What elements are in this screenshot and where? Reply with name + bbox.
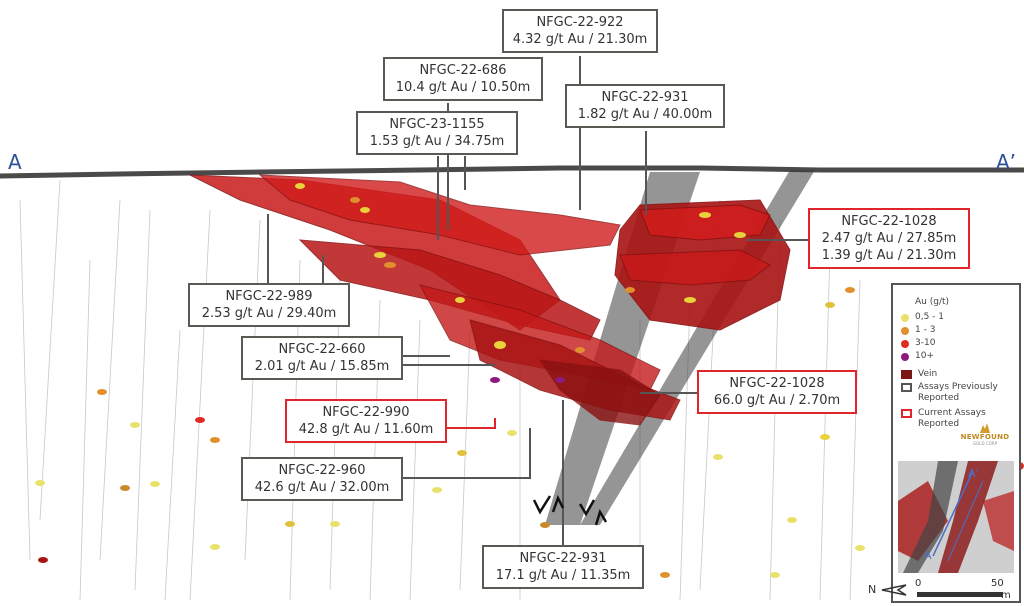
callout-hole-id: NFGC-22-990 bbox=[322, 405, 410, 420]
callout-hole-id: NFGC-22-660 bbox=[278, 342, 366, 357]
callout-nfgc-22-931-upper: NFGC-22-931 1.82 g/t Au / 40.00m bbox=[565, 84, 725, 128]
callout-grade: 10.4 g/t Au / 10.50m bbox=[395, 80, 531, 95]
callout-hole-id: NFGC-22-1028 bbox=[841, 214, 937, 229]
callout-hole-id: NFGC-22-922 bbox=[536, 15, 624, 30]
legend-vein-label: Vein bbox=[918, 369, 938, 379]
north-arrow-icon bbox=[881, 584, 907, 596]
callout-hole-id: NFGC-22-1028 bbox=[729, 376, 825, 391]
logo-name: NEWFOUND bbox=[960, 433, 1010, 441]
legend-vein: Vein bbox=[901, 369, 937, 380]
leader-lines bbox=[267, 56, 808, 545]
previous-swatch bbox=[901, 383, 912, 392]
callout-grade: 42.6 g/t Au / 32.00m bbox=[254, 480, 390, 495]
callout-grade: 42.8 g/t Au / 11.60m bbox=[298, 422, 434, 437]
callout-grade: 17.1 g/t Au / 11.35m bbox=[495, 568, 631, 583]
scale-end: 50 bbox=[991, 578, 1004, 589]
grade-swatch bbox=[901, 352, 909, 361]
legend-grade-2: 3-10 bbox=[901, 338, 935, 349]
callout-nfgc-22-990: NFGC-22-990 42.8 g/t Au / 11.60m bbox=[285, 399, 447, 443]
assay-markers bbox=[35, 183, 1024, 578]
north-arrow: N bbox=[868, 583, 908, 596]
callout-nfgc-22-1028-lower: NFGC-22-1028 66.0 g/t Au / 2.70m bbox=[697, 370, 857, 414]
section-start-label: A bbox=[8, 150, 22, 174]
legend-panel: Au (g/t) 0,5 - 1 1 - 3 3-10 10+ Vein Ass… bbox=[891, 283, 1021, 603]
callout-grade: 4.32 g/t Au / 21.30m bbox=[512, 32, 648, 47]
grade-swatch bbox=[901, 326, 909, 335]
logo-mark-icon bbox=[980, 423, 990, 433]
leader-line-990 bbox=[445, 418, 496, 429]
legend-previous-label: Assays Previously Reported bbox=[918, 382, 998, 403]
callout-grade: 1.82 g/t Au / 40.00m bbox=[577, 107, 713, 122]
callout-grade: 2.01 g/t Au / 15.85m bbox=[254, 359, 390, 374]
callout-grade: 66.0 g/t Au / 2.70m bbox=[713, 393, 841, 408]
legend-title: Au (g/t) bbox=[915, 297, 950, 307]
scale-bar-line bbox=[917, 592, 1003, 597]
legend-current: Current Assays Reported bbox=[901, 408, 1008, 430]
callout-grade: 2.47 g/t Au / 27.85m bbox=[821, 231, 957, 246]
callout-hole-id: NFGC-22-931 bbox=[601, 90, 689, 105]
callout-grade: 1.53 g/t Au / 34.75m bbox=[369, 134, 505, 149]
inset-end-label: A’ bbox=[968, 467, 980, 480]
callout-nfgc-23-1155: NFGC-23-1155 1.53 g/t Au / 34.75m bbox=[356, 111, 518, 155]
callout-hole-id: NFGC-22-931 bbox=[519, 551, 607, 566]
legend-grade-label: 3-10 bbox=[915, 338, 936, 348]
grade-swatch bbox=[901, 339, 909, 348]
north-label: N bbox=[868, 583, 877, 596]
scale-start: 0 bbox=[915, 578, 922, 589]
callout-nfgc-22-989: NFGC-22-989 2.53 g/t Au / 29.40m bbox=[188, 283, 350, 327]
callout-hole-id: NFGC-23-1155 bbox=[389, 117, 485, 132]
legend-grade-label: 10+ bbox=[915, 351, 934, 361]
logo-subtitle: GOLD CORP bbox=[973, 441, 997, 446]
legend-current-label: Current Assays Reported bbox=[918, 408, 986, 429]
current-swatch bbox=[901, 409, 912, 418]
fault-sense-arrows bbox=[532, 494, 608, 526]
callout-hole-id: NFGC-22-686 bbox=[419, 63, 507, 78]
section-end-label: A’ bbox=[996, 150, 1017, 174]
legend-grade-label: 0,5 - 1 bbox=[915, 312, 945, 322]
newfound-logo: NEWFOUND GOLD CORP bbox=[955, 423, 1015, 446]
callout-hole-id: NFGC-22-989 bbox=[225, 289, 313, 304]
callout-grade-second: 1.39 g/t Au / 21.30m bbox=[821, 248, 957, 263]
inset-map-graphic bbox=[898, 461, 1014, 573]
legend-grade-1: 1 - 3 bbox=[901, 325, 935, 336]
vein-solids bbox=[189, 174, 791, 426]
callout-grade: 2.53 g/t Au / 29.40m bbox=[201, 306, 337, 321]
grade-swatch bbox=[901, 313, 909, 322]
callout-nfgc-22-960: NFGC-22-960 42.6 g/t Au / 32.00m bbox=[241, 457, 403, 501]
inset-start-label: A bbox=[924, 549, 932, 562]
legend-grade-label: 1 - 3 bbox=[915, 325, 936, 335]
legend-grade-3: 10+ bbox=[901, 351, 934, 362]
callout-nfgc-22-686: NFGC-22-686 10.4 g/t Au / 10.50m bbox=[383, 57, 543, 101]
callout-nfgc-22-922: NFGC-22-922 4.32 g/t Au / 21.30m bbox=[502, 9, 658, 53]
location-inset-map: A’ A bbox=[898, 461, 1014, 573]
scale-unit: m bbox=[1001, 590, 1011, 601]
callout-nfgc-22-931-lower: NFGC-22-931 17.1 g/t Au / 11.35m bbox=[482, 545, 644, 589]
callout-nfgc-22-660: NFGC-22-660 2.01 g/t Au / 15.85m bbox=[241, 336, 403, 380]
callout-hole-id: NFGC-22-960 bbox=[278, 463, 366, 478]
callout-nfgc-22-1028-upper: NFGC-22-1028 2.47 g/t Au / 27.85m 1.39 g… bbox=[808, 208, 970, 269]
topography-line bbox=[0, 165, 1024, 179]
scale-bar: 0 50 m bbox=[915, 572, 1015, 604]
legend-grade-0: 0,5 - 1 bbox=[901, 312, 944, 323]
legend-previous: Assays Previously Reported bbox=[901, 382, 1008, 404]
vein-swatch bbox=[901, 370, 912, 379]
